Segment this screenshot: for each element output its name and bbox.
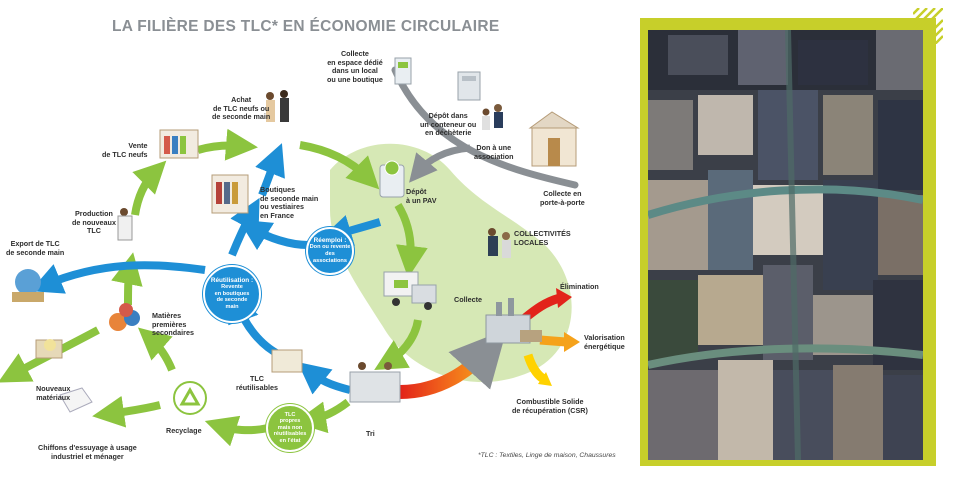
label-chiffons: Chiffons d'essuyage à usage industriel e… xyxy=(38,444,137,461)
reemploi-body: Don ou revente des associations xyxy=(310,244,351,264)
arrow-production-to-vente xyxy=(135,172,155,215)
label-export: Export de TLC de seconde main xyxy=(6,240,64,257)
label-vente: Vente de TLC neufs xyxy=(102,142,148,159)
propres-bubble: TLC propres mais non réutilisables en l'… xyxy=(266,404,314,452)
label-boutiques: Boutiques de seconde main ou vestiaires … xyxy=(260,186,318,220)
label-achat: Achat de TLC neufs ou de seconde main xyxy=(212,96,270,122)
boutiques-rack-icon xyxy=(212,175,248,213)
footnote: *TLC : Textiles, Linge de maison, Chauss… xyxy=(478,452,616,459)
label-collecte: Collecte xyxy=(454,296,482,305)
production-worker-icon xyxy=(118,208,132,240)
nouveaux-materiaux-icon xyxy=(36,339,62,358)
reutilisation-heading: Réutilisation : xyxy=(211,278,253,285)
valorisation-arrowhead xyxy=(564,332,580,352)
arrow-reutilisation-to-boutiques xyxy=(232,212,252,255)
propres-body: TLC propres mais non réutilisables en l'… xyxy=(274,412,307,445)
arrow-factory-to-valorisation xyxy=(540,340,566,342)
arrow-tri-to-reutilisables xyxy=(310,372,350,390)
textile-bales-photo xyxy=(648,30,923,460)
label-elimination: Élimination xyxy=(560,283,599,292)
label-depot-conteneur: Dépôt dans un conteneur ou en déchèterie xyxy=(420,112,476,138)
label-recyclage: Recyclage xyxy=(166,427,202,436)
people-depot-icon xyxy=(482,104,503,130)
house-door-icon xyxy=(530,112,578,166)
reemploi-heading: Réemploi : xyxy=(314,238,347,245)
reemploi-bubble: Réemploi : Don ou revente des associatio… xyxy=(306,227,354,275)
vente-rack-icon xyxy=(160,130,198,158)
reutilisation-bubble: Réutilisation : Revente en boutiques de … xyxy=(203,265,261,323)
label-depot-pav: Dépôt à un PAV xyxy=(406,188,436,205)
arrow-propres-to-recyclage xyxy=(220,426,268,430)
container-icon xyxy=(458,72,480,100)
arrow-recyclage-to-chiffons xyxy=(108,405,160,414)
label-collecte-porte: Collecte en porte-à-porte xyxy=(540,190,585,207)
label-nouveaux-materiaux: Nouveaux matériaux xyxy=(36,385,70,402)
recycle-icon xyxy=(174,382,206,414)
label-production: Production de nouveaux TLC xyxy=(72,210,116,236)
reutilisation-body: Revente en boutiques de seconde main xyxy=(215,284,250,310)
label-collectivites: COLLECTIVITÉS LOCALES xyxy=(514,230,571,247)
arrow-recyclage-to-matieres xyxy=(150,338,172,370)
globe-icon xyxy=(12,269,44,302)
arrow-vente-to-achat xyxy=(198,145,242,150)
label-matieres-premieres: Matières premières secondaires xyxy=(152,312,194,338)
tlc-reutilisables-icon xyxy=(272,350,302,372)
label-valorisation: Valorisation énergétique xyxy=(584,334,625,351)
container-building-icon xyxy=(395,58,411,84)
tri-workers-icon xyxy=(350,362,400,402)
label-collecte-espace: Collecte en espace dédié dans un local o… xyxy=(327,50,383,84)
label-tlc-reutilisables: TLC réutilisables xyxy=(236,375,278,392)
matieres-premieres-icon xyxy=(109,303,140,331)
pav-container-icon xyxy=(380,161,404,197)
label-don-association: Don à une association xyxy=(474,144,514,161)
arrow-matieres-to-production xyxy=(128,268,130,305)
label-csr: Combustible Solide de récupération (CSR) xyxy=(512,398,588,415)
arrow-tri-to-propres xyxy=(310,402,348,420)
label-tri: Tri xyxy=(366,430,375,439)
arrow-reemploi-to-boutiques xyxy=(252,228,308,245)
